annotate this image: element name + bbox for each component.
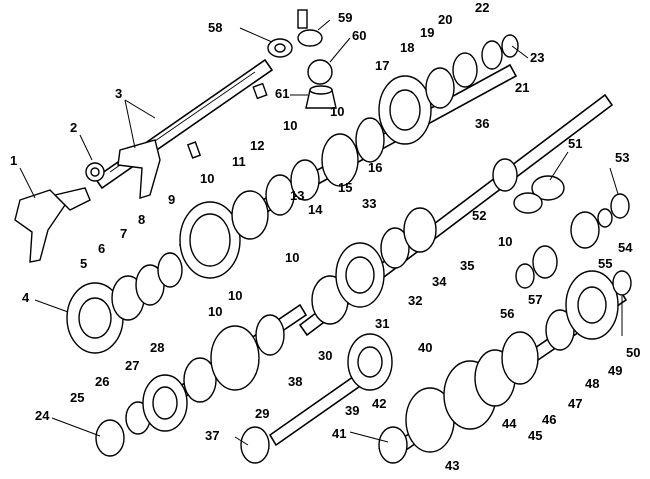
label-34: 34 <box>432 274 447 289</box>
selector-shaft-assembly <box>14 58 274 263</box>
label-7: 7 <box>120 226 127 241</box>
input-shaft <box>240 333 393 464</box>
label-10e: 10 <box>228 288 242 303</box>
label-12: 12 <box>250 138 264 153</box>
label-44: 44 <box>502 416 517 431</box>
label-20: 20 <box>438 12 452 27</box>
label-10c: 10 <box>498 234 512 249</box>
label-39: 39 <box>345 403 359 418</box>
label-35: 35 <box>460 258 474 273</box>
upper-shaft-row <box>178 34 519 279</box>
label-16: 16 <box>368 160 382 175</box>
label-8: 8 <box>138 212 145 227</box>
label-60: 60 <box>352 28 366 43</box>
label-51: 51 <box>568 136 582 151</box>
label-23: 23 <box>530 50 544 65</box>
label-10d: 10 <box>285 250 299 265</box>
label-6: 6 <box>98 241 105 256</box>
label-10f: 10 <box>208 304 222 319</box>
label-32: 32 <box>408 293 422 308</box>
label-2: 2 <box>70 120 77 135</box>
label-31: 31 <box>375 316 389 331</box>
label-10a: 10 <box>200 171 214 186</box>
lower-right-cluster <box>378 270 632 464</box>
label-48: 48 <box>585 376 599 391</box>
synchro-parts <box>513 175 630 289</box>
label-41: 41 <box>332 426 346 441</box>
label-55: 55 <box>598 256 612 271</box>
label-57: 57 <box>528 292 542 307</box>
label-50: 50 <box>626 345 640 360</box>
label-53: 53 <box>615 150 629 165</box>
label-15: 15 <box>338 180 352 195</box>
label-52: 52 <box>472 208 486 223</box>
main-shaft <box>298 93 614 337</box>
part-labels: 1 2 3 4 5 6 7 8 9 10 10 10 10 10 10 10 1… <box>10 0 640 473</box>
label-11: 11 <box>232 154 246 169</box>
label-27: 27 <box>125 358 139 373</box>
label-37: 37 <box>205 428 219 443</box>
label-1: 1 <box>10 153 17 168</box>
label-10g: 10 <box>330 104 344 119</box>
label-25: 25 <box>70 390 84 405</box>
label-9: 9 <box>168 192 175 207</box>
label-3: 3 <box>115 86 122 101</box>
label-56: 56 <box>500 306 514 321</box>
label-61: 61 <box>275 86 289 101</box>
label-21: 21 <box>515 80 529 95</box>
label-22: 22 <box>475 0 489 15</box>
label-47: 47 <box>568 396 582 411</box>
label-28: 28 <box>150 340 164 355</box>
label-14: 14 <box>308 202 323 217</box>
label-26: 26 <box>95 374 109 389</box>
label-58: 58 <box>208 20 222 35</box>
label-24: 24 <box>35 408 50 423</box>
label-13: 13 <box>290 188 304 203</box>
label-18: 18 <box>400 40 414 55</box>
label-46: 46 <box>542 412 556 427</box>
label-45: 45 <box>528 428 542 443</box>
detent-parts <box>267 9 337 109</box>
label-30: 30 <box>318 348 332 363</box>
label-19: 19 <box>420 25 434 40</box>
label-36: 36 <box>475 116 489 131</box>
label-5: 5 <box>80 256 87 271</box>
label-29: 29 <box>255 406 269 421</box>
label-33: 33 <box>362 196 376 211</box>
label-17: 17 <box>375 58 389 73</box>
label-59: 59 <box>338 10 352 25</box>
label-49: 49 <box>608 363 622 378</box>
label-40: 40 <box>418 340 432 355</box>
label-38: 38 <box>288 374 302 389</box>
label-43: 43 <box>445 458 459 473</box>
left-gear-stack <box>66 252 183 354</box>
label-42: 42 <box>372 396 386 411</box>
label-54: 54 <box>618 240 633 255</box>
label-10b: 10 <box>283 118 297 133</box>
lower-left-shaft <box>95 303 308 457</box>
label-4: 4 <box>22 290 30 305</box>
leader-lines <box>19 19 623 446</box>
